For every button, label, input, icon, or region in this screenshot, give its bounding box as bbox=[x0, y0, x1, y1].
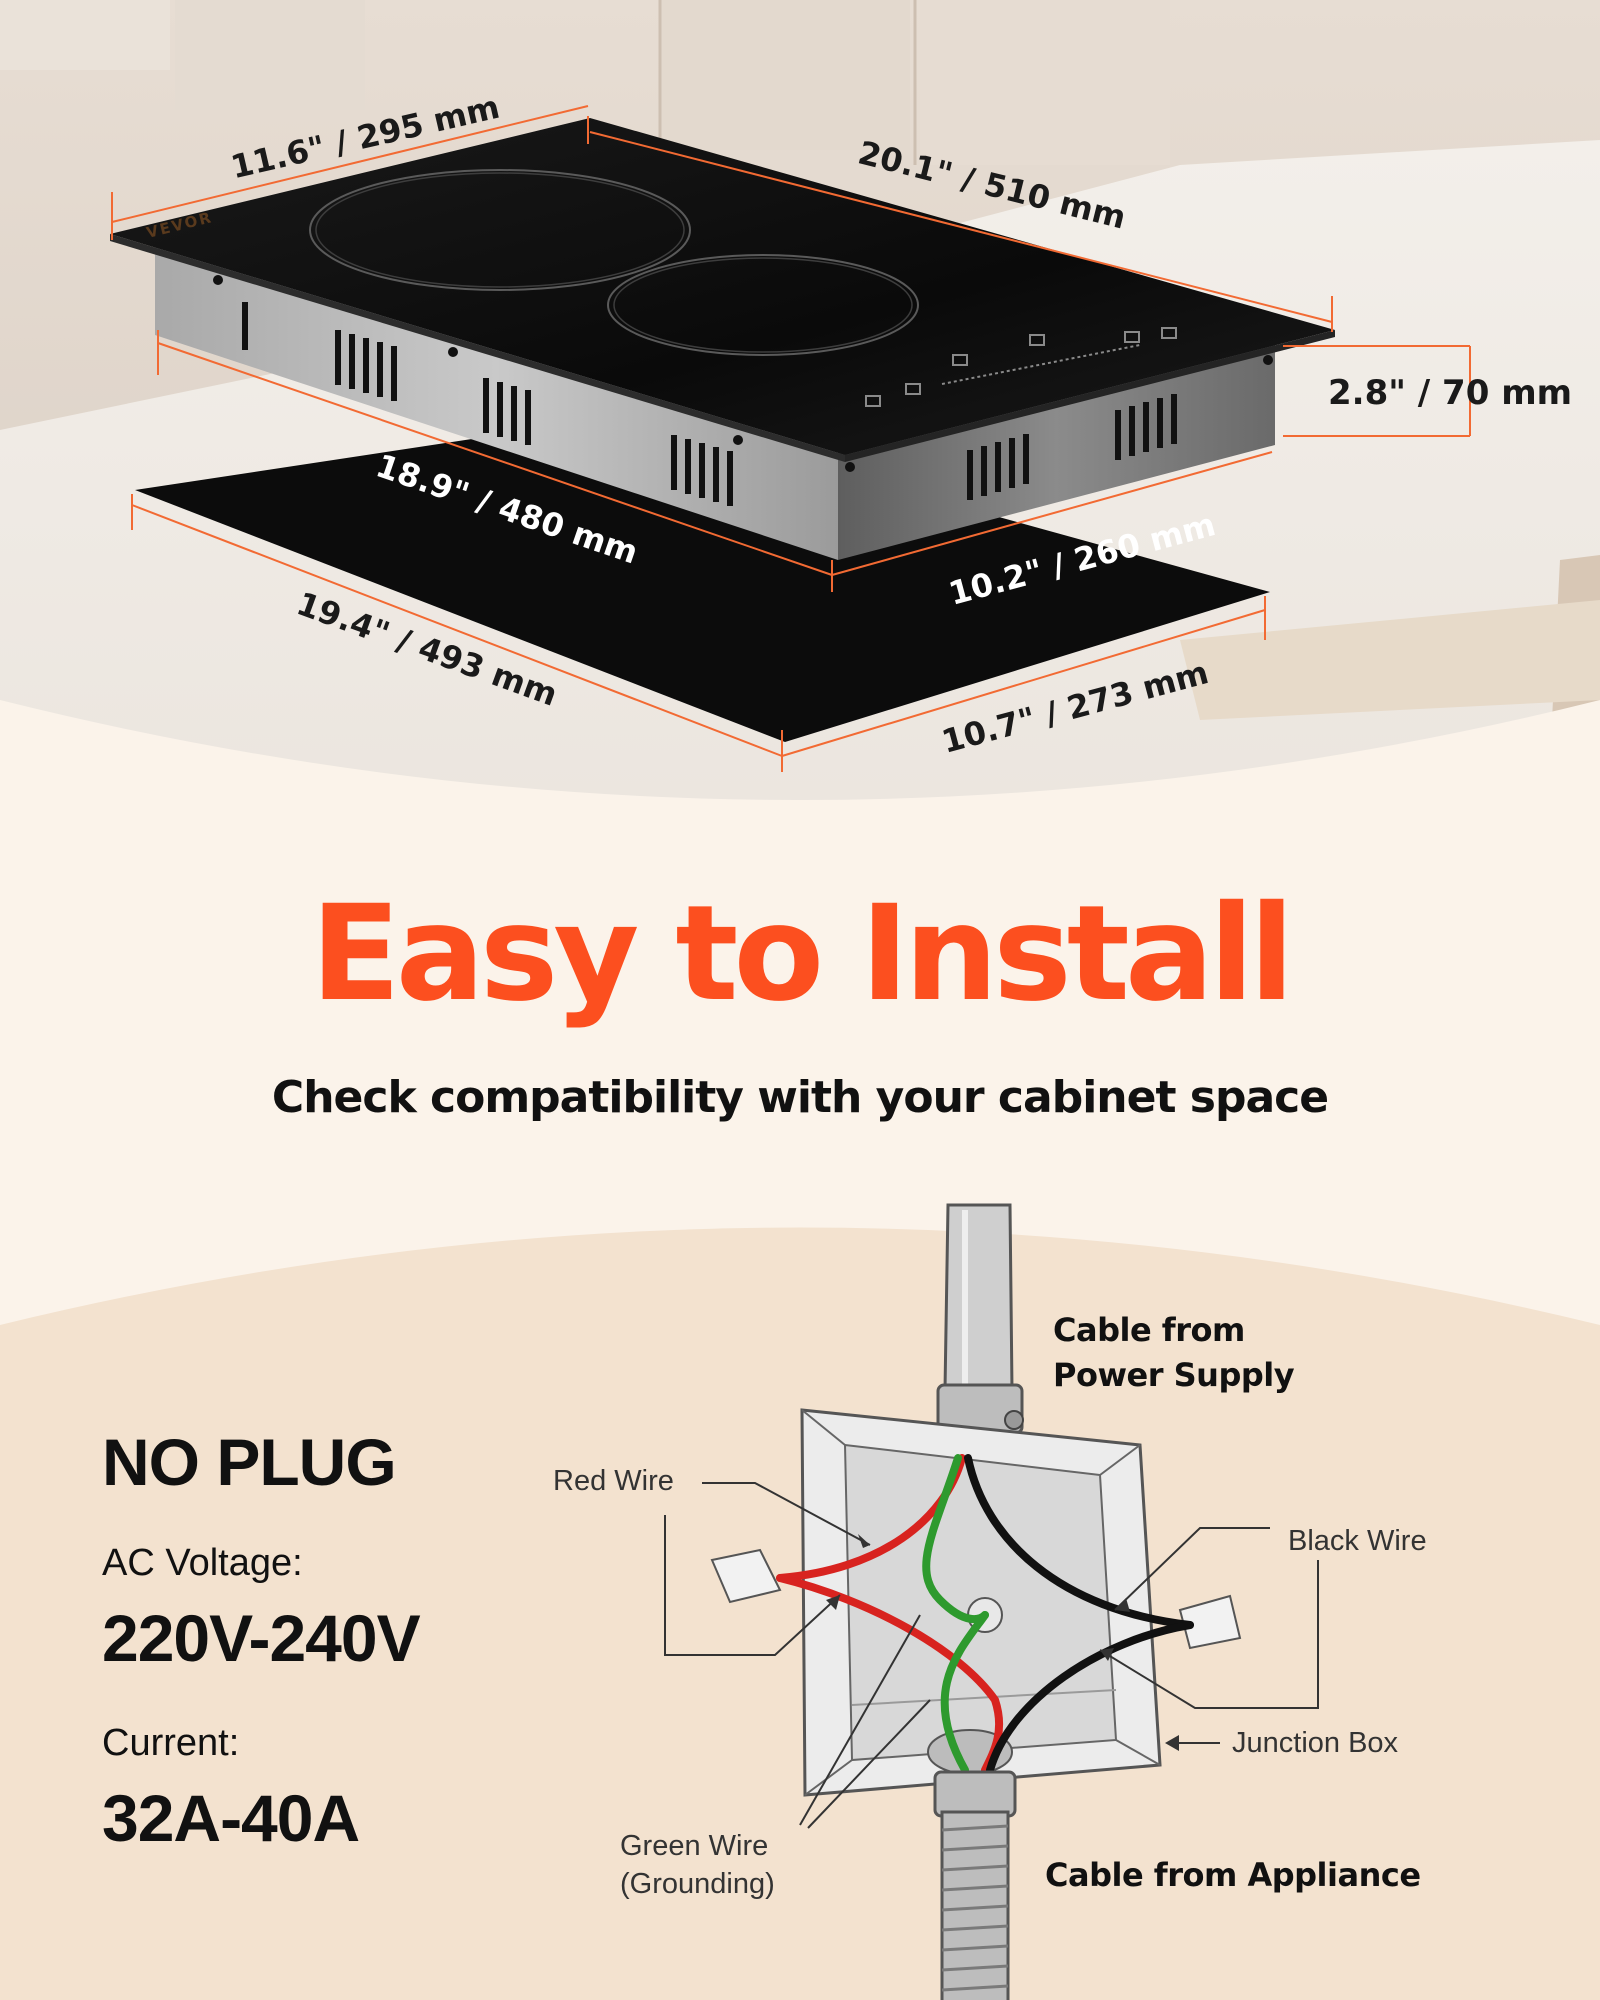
bottom-connector bbox=[933, 1770, 1017, 1818]
dim-height: 2.8" / 70 mm bbox=[1328, 373, 1573, 413]
cooktop-side-left bbox=[155, 246, 838, 560]
screw-holes bbox=[213, 275, 1273, 472]
label-green-wire: Green Wire (Grounding) bbox=[620, 1828, 775, 1903]
label-cable-supply-line1: Cable from bbox=[1053, 1311, 1245, 1349]
cabinet-door bbox=[920, 0, 1170, 165]
scene-bottom-curve bbox=[0, 700, 1600, 900]
dimension-lines bbox=[111, 105, 1471, 772]
vent-slots bbox=[967, 394, 1177, 500]
burner-ring bbox=[315, 172, 685, 288]
label-cable-appliance: Cable from Appliance bbox=[1045, 1856, 1421, 1894]
glass-edge bbox=[845, 330, 1335, 462]
label-cable-supply: Cable from Power Supply bbox=[1053, 1308, 1295, 1398]
cutout-plate bbox=[135, 415, 1270, 742]
cabinet-door bbox=[0, 0, 170, 70]
cabinet-door bbox=[175, 0, 365, 110]
wire-nut-left bbox=[710, 1548, 782, 1604]
glass-edge bbox=[110, 234, 845, 462]
vent-slots bbox=[242, 302, 733, 506]
label-green-wire-line2: (Grounding) bbox=[620, 1867, 775, 1900]
supply-conduit bbox=[943, 1203, 1014, 1392]
burner-ring bbox=[613, 257, 913, 353]
counter-front bbox=[1180, 600, 1600, 720]
label-junction-box: Junction Box bbox=[1232, 1727, 1399, 1759]
label-green-wire-line1: Green Wire bbox=[620, 1830, 769, 1862]
touch-controls bbox=[865, 327, 1177, 407]
label-black-wire: Black Wire bbox=[1288, 1525, 1427, 1557]
cabinet-door bbox=[660, 0, 910, 150]
burner-ring bbox=[607, 254, 919, 356]
burner-ring bbox=[309, 169, 691, 291]
page-subtitle: Check compatibility with your cabinet sp… bbox=[271, 1072, 1329, 1123]
glass-top bbox=[110, 118, 1335, 455]
cooktop-side-right bbox=[838, 335, 1275, 560]
label-red-wire: Red Wire bbox=[553, 1465, 674, 1497]
cooktop-scene: VEVOR bbox=[0, 0, 1600, 860]
page-title: Easy to Install bbox=[310, 877, 1295, 1031]
label-cable-supply-line2: Power Supply bbox=[1053, 1355, 1295, 1394]
flex-conduit bbox=[940, 1810, 1010, 2000]
